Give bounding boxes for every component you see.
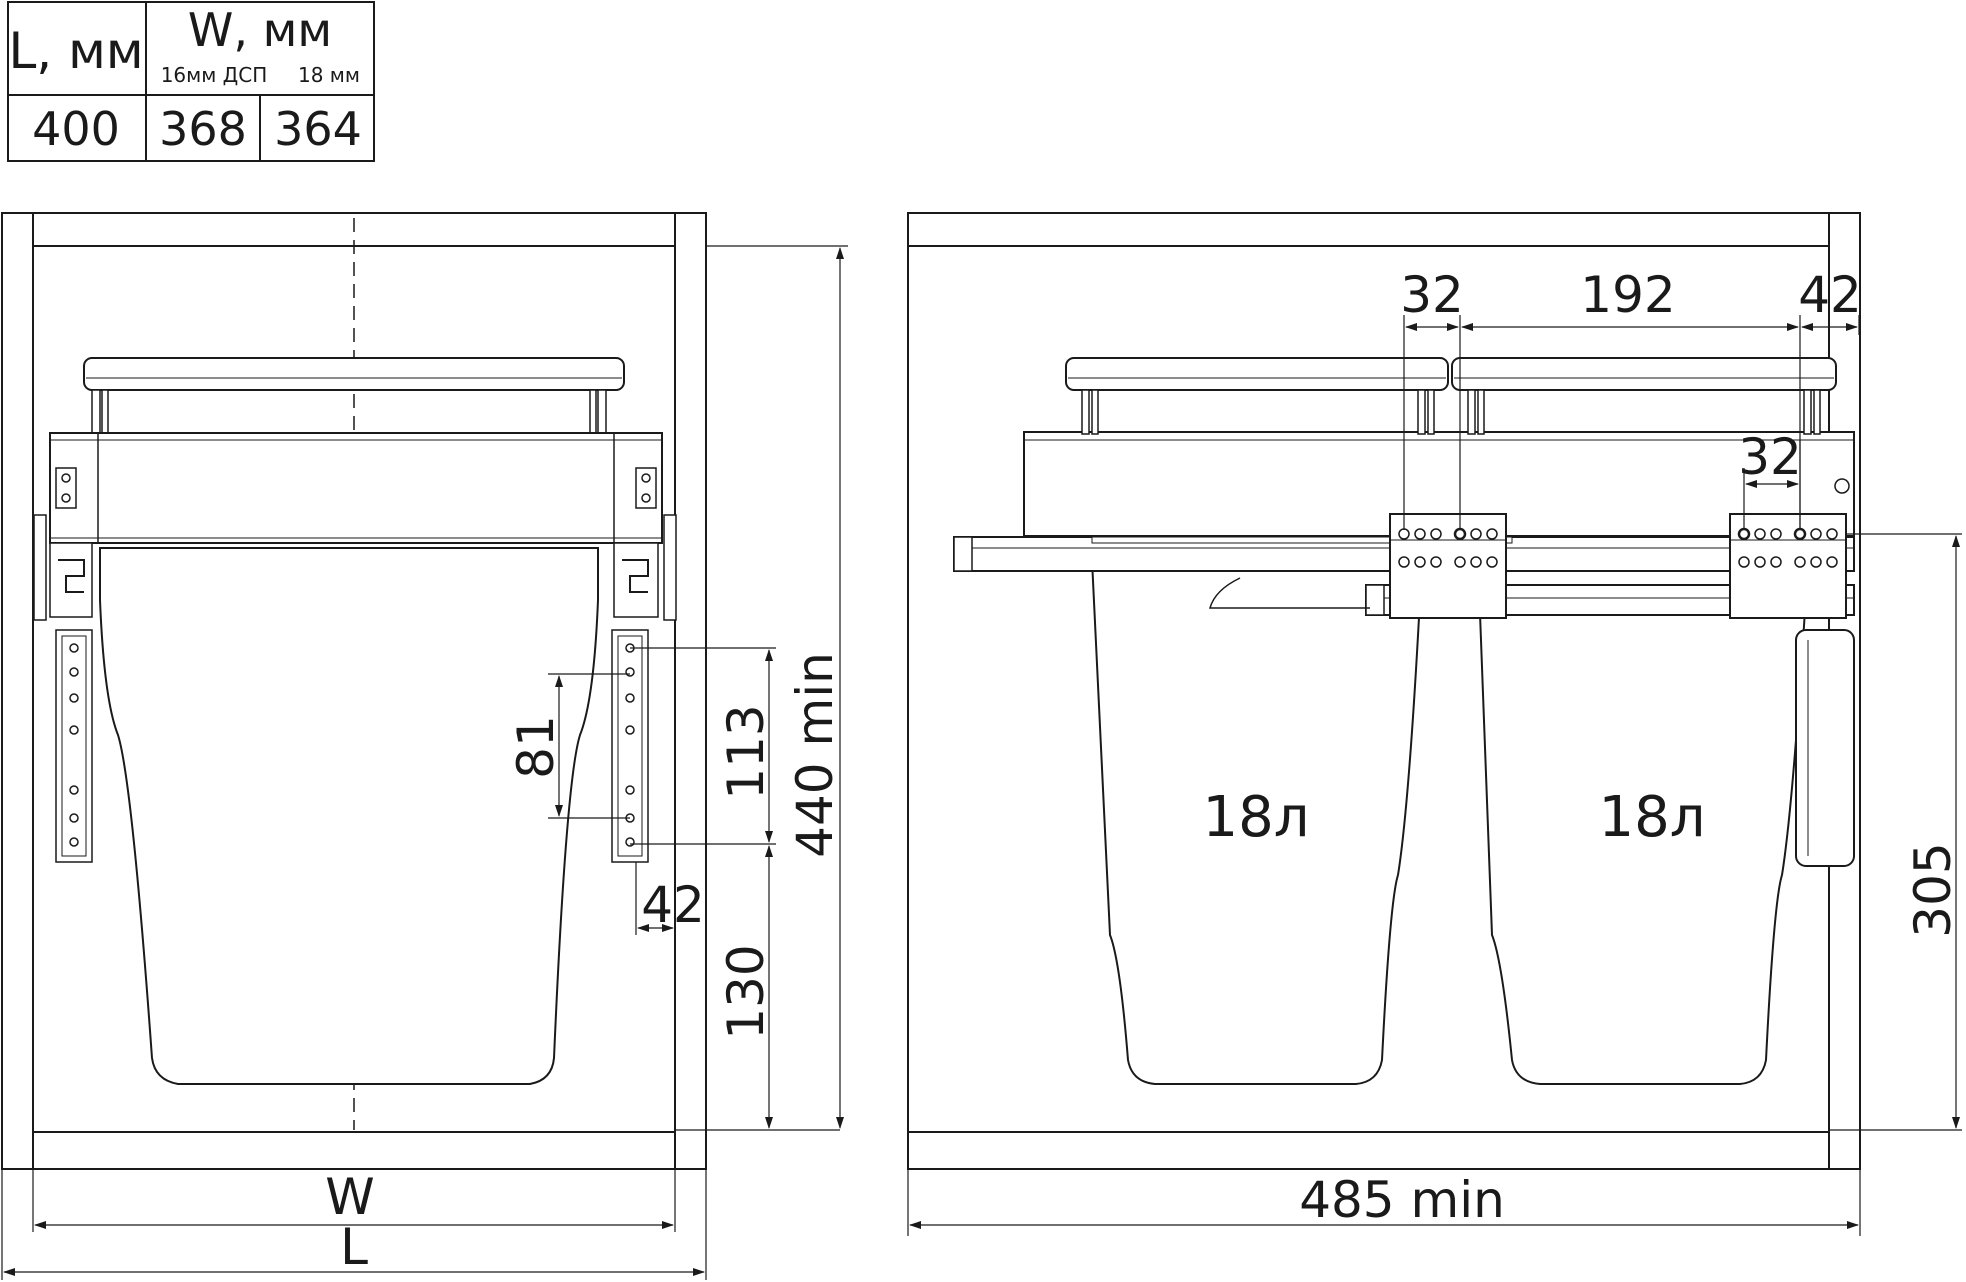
dim-32-top: 32 bbox=[1400, 266, 1464, 324]
dim-305: 305 bbox=[1904, 842, 1962, 937]
bin-left-side bbox=[1090, 559, 1424, 1085]
bin-right-side bbox=[1476, 559, 1810, 1085]
dim-130: 130 bbox=[717, 944, 775, 1039]
dim-81: 81 bbox=[507, 715, 565, 779]
dim-113: 113 bbox=[717, 704, 775, 799]
front-view: 81 113 130 440 min 42 W L bbox=[1, 212, 848, 1280]
front-handle bbox=[1795, 629, 1855, 867]
dim-440-min: 440 min bbox=[786, 652, 844, 858]
table-subheader-16mm: 16мм ДСП bbox=[161, 63, 268, 87]
left-slide-hardware bbox=[33, 514, 93, 863]
side-view: 18л 18л 32 192 42 32 305 485 min bbox=[907, 212, 1962, 1236]
dim-42-top: 42 bbox=[1798, 266, 1862, 324]
dim-485-min: 485 min bbox=[1299, 1171, 1505, 1229]
table-value-l: 400 bbox=[32, 102, 120, 156]
dim-192: 192 bbox=[1580, 266, 1675, 324]
bin-lid-front bbox=[83, 357, 625, 391]
bracket-left bbox=[1389, 513, 1507, 619]
table-header-l: L, мм bbox=[8, 22, 143, 80]
bin-lid-right bbox=[1451, 357, 1837, 391]
table-value-w18: 364 bbox=[274, 102, 362, 156]
table-header-w: W, мм bbox=[188, 3, 332, 57]
table-value-w16: 368 bbox=[159, 102, 247, 156]
bin-lid-left bbox=[1065, 357, 1449, 391]
frame-bar-front bbox=[49, 432, 663, 544]
bracket-right bbox=[1729, 513, 1847, 619]
dim-32-mid: 32 bbox=[1738, 428, 1802, 486]
right-slide-hardware bbox=[611, 514, 677, 863]
dim-42-front: 42 bbox=[641, 876, 705, 934]
bin-volume-left: 18л bbox=[1202, 785, 1309, 850]
bin-volume-right: 18л bbox=[1598, 785, 1705, 850]
cabinet-frame bbox=[1, 212, 707, 1170]
dim-l: L bbox=[340, 1218, 368, 1276]
bin-body-front bbox=[99, 547, 599, 1085]
table-subheader-18mm: 18 мм bbox=[298, 63, 360, 87]
dim-w: W bbox=[325, 1168, 374, 1226]
size-table: L, мм W, мм 16мм ДСП 18 мм 400 368 364 bbox=[7, 1, 375, 162]
